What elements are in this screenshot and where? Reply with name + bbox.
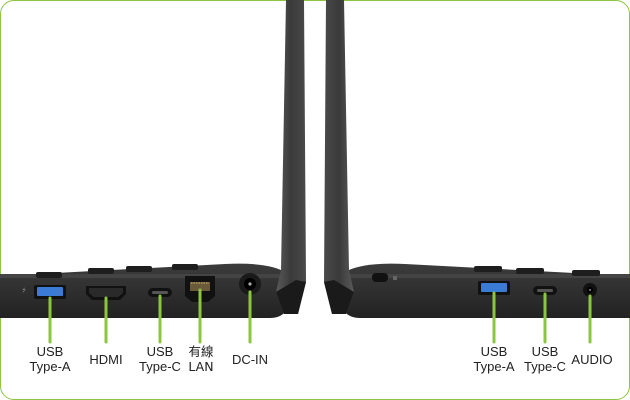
- svg-text:⭍: ⭍: [22, 288, 26, 294]
- leader-lines: [48, 288, 592, 344]
- label-usb-type-a-left: USB Type-A: [29, 344, 71, 374]
- label-dc-in: DC-IN: [231, 352, 269, 367]
- label-wired-lan: 有線 LAN: [188, 344, 214, 374]
- label-usb-type-c-right: USB Type-C: [524, 344, 566, 374]
- hdmi-port-icon: [86, 286, 126, 300]
- dc-in-port-icon: [239, 273, 261, 295]
- usb-a-port-icon: ⭍: [22, 285, 66, 299]
- left-laptop-side: ⭍: [0, 0, 306, 318]
- right-laptop-side: [324, 0, 630, 318]
- label-hdmi: HDMI: [89, 352, 123, 367]
- kensington-lock-icon: [372, 273, 397, 282]
- label-usb-type-a-right: USB Type-A: [473, 344, 515, 374]
- audio-jack-icon: [583, 283, 597, 297]
- label-audio: AUDIO: [571, 352, 613, 367]
- usb-c-port-icon: [148, 288, 172, 297]
- label-usb-type-c-left: USB Type-C: [139, 344, 181, 374]
- usb-a-port-icon: [478, 281, 510, 295]
- usb-c-port-icon: [533, 286, 557, 295]
